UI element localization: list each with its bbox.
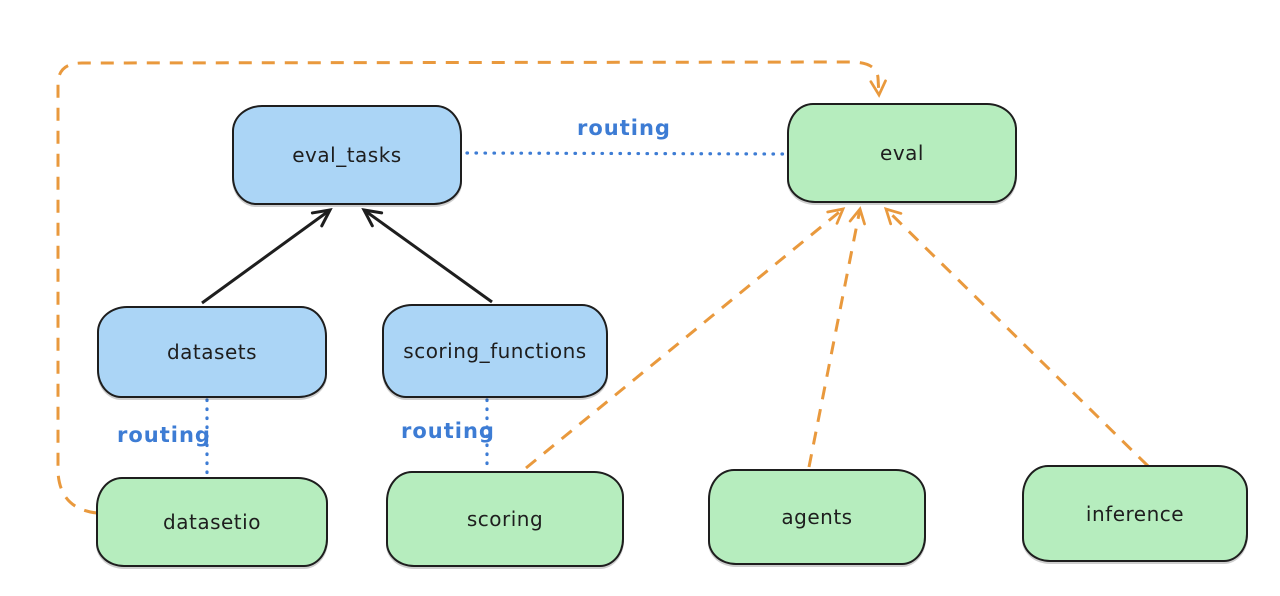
edge-inference-to-eval [883, 206, 1150, 468]
edge-datasets-to-eval-tasks [201, 208, 333, 305]
node-datasetio-label: datasetio [163, 510, 261, 534]
routing-label-scoring-functions-scoring: routing [401, 419, 495, 443]
routing-label-datasets-datasetio: routing [117, 423, 211, 447]
node-eval-tasks-label: eval_tasks [292, 143, 402, 167]
routing-label-eval-tasks-eval: routing [577, 116, 671, 140]
node-agents-label: agents [781, 505, 853, 529]
node-eval-tasks: eval_tasks [232, 105, 462, 205]
node-datasetio: datasetio [96, 477, 328, 567]
node-inference: inference [1022, 465, 1248, 562]
edge-eval-tasks-to-eval [465, 151, 786, 156]
edge-datasetio-to-eval [56, 60, 887, 515]
node-eval-label: eval [880, 141, 924, 165]
node-eval: eval [787, 103, 1017, 203]
edge-scoring-functions-to-eval-tasks [361, 208, 493, 304]
edge-agents-to-eval [807, 206, 866, 468]
node-inference-label: inference [1085, 501, 1185, 526]
node-datasets: datasets [97, 306, 327, 398]
node-scoring-label: scoring [466, 507, 544, 531]
node-agents: agents [708, 469, 926, 565]
node-scoring-functions-label: scoring_functions [403, 339, 587, 363]
node-datasets-label: datasets [166, 340, 258, 364]
node-scoring-functions: scoring_functions [382, 304, 608, 398]
node-scoring: scoring [386, 471, 624, 567]
